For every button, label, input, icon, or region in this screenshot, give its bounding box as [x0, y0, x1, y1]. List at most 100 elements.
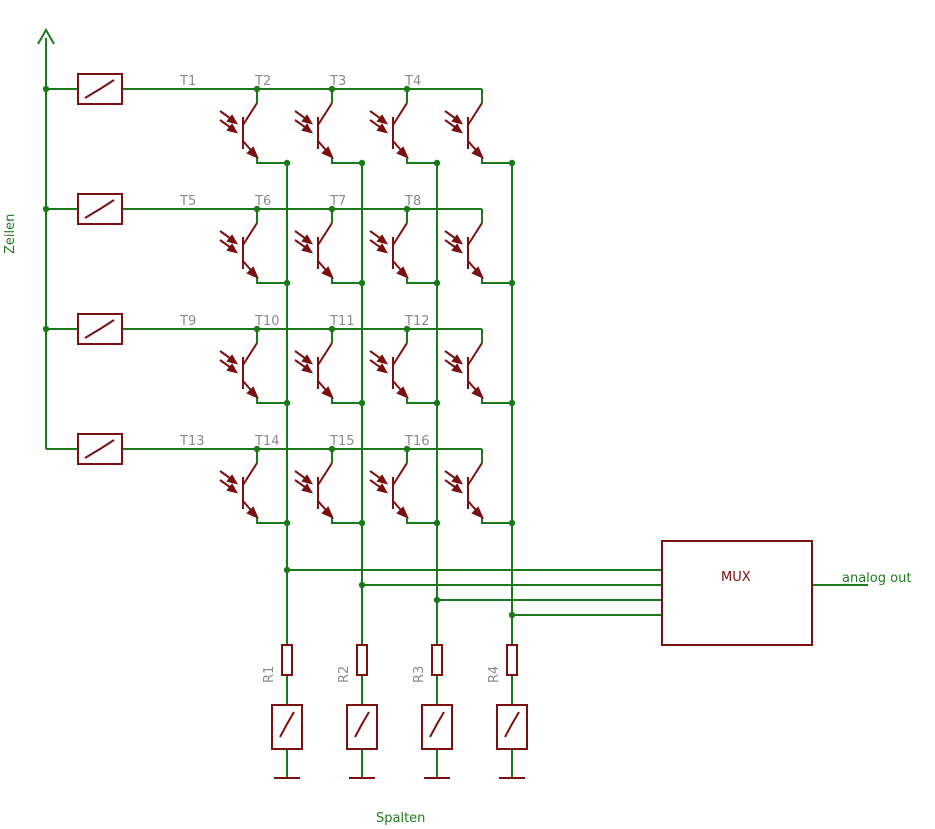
- light-arrow-icon: [226, 354, 239, 365]
- light-arrow-icon: [226, 363, 239, 374]
- junction-dot: [403, 205, 411, 213]
- emitter-arrow-icon: [321, 506, 334, 519]
- transistor-label: T4: [405, 74, 422, 89]
- switch-contact-icon: [429, 711, 445, 738]
- junction-dot: [508, 611, 516, 619]
- light-arrow-icon: [451, 243, 464, 254]
- light-arrow-icon: [226, 234, 239, 245]
- resistor-label: R4: [487, 665, 502, 683]
- junction-dot: [253, 205, 261, 213]
- transistor-collector: [242, 342, 258, 366]
- junction-dot: [433, 519, 441, 527]
- light-arrow-icon: [451, 474, 464, 485]
- light-arrow-icon: [451, 123, 464, 134]
- resistor-label: R2: [337, 665, 352, 683]
- light-arrow-icon: [376, 483, 389, 494]
- resistor-body: [356, 644, 368, 676]
- emitter-arrow-icon: [396, 506, 409, 519]
- emitter-arrow-icon: [471, 266, 484, 279]
- row-switch-box: [77, 73, 123, 105]
- switch-contact-icon: [84, 319, 115, 339]
- junction-dot: [508, 279, 516, 287]
- light-arrow-icon: [301, 123, 314, 134]
- junction-dot: [283, 566, 291, 574]
- junction-dot: [42, 325, 50, 333]
- light-arrow-icon: [376, 114, 389, 125]
- transistor-collector: [467, 462, 483, 486]
- emitter-arrow-icon: [246, 386, 259, 399]
- junction-dot: [508, 519, 516, 527]
- transistor-label: T5: [180, 194, 197, 209]
- light-arrow-icon: [451, 363, 464, 374]
- light-arrow-icon: [376, 123, 389, 134]
- resistor-body: [281, 644, 293, 676]
- light-arrow-icon: [301, 114, 314, 125]
- transistor-collector: [317, 462, 333, 486]
- junction-dot: [358, 519, 366, 527]
- switch-contact-icon: [279, 711, 295, 738]
- light-arrow-icon: [226, 483, 239, 494]
- row-switch-box: [77, 433, 123, 465]
- junction-dot: [42, 205, 50, 213]
- column-switch-box: [496, 704, 528, 750]
- emitter-wire: [406, 277, 437, 284]
- light-arrow-icon: [301, 474, 314, 485]
- emitter-wire: [256, 397, 287, 404]
- junction-dot: [283, 159, 291, 167]
- emitter-wire: [481, 397, 512, 404]
- arrow-icon: [37, 27, 55, 45]
- transistor-collector: [467, 222, 483, 246]
- mux-box: [661, 540, 813, 646]
- transistor-label: T1: [180, 74, 197, 89]
- rows-label: Zeilen: [3, 213, 18, 254]
- row-switch-box: [77, 313, 123, 345]
- emitter-wire: [331, 157, 362, 164]
- light-arrow-icon: [376, 354, 389, 365]
- junction-dot: [358, 581, 366, 589]
- junction-dot: [433, 596, 441, 604]
- junction-dot: [403, 445, 411, 453]
- light-arrow-icon: [376, 363, 389, 374]
- switch-contact-icon: [354, 711, 370, 738]
- emitter-arrow-icon: [396, 146, 409, 159]
- output-label: analog out: [842, 571, 912, 586]
- column-switch-box: [421, 704, 453, 750]
- light-arrow-icon: [376, 243, 389, 254]
- transistor-label: T10: [255, 314, 280, 329]
- resistor-body: [431, 644, 443, 676]
- column-switch-box: [346, 704, 378, 750]
- emitter-wire: [256, 517, 287, 524]
- junction-dot: [433, 399, 441, 407]
- emitter-wire: [256, 277, 287, 284]
- transistor-label: T12: [405, 314, 430, 329]
- transistor-collector: [317, 102, 333, 126]
- junction-dot: [358, 399, 366, 407]
- transistor-label: T9: [180, 314, 197, 329]
- light-arrow-icon: [451, 234, 464, 245]
- emitter-arrow-icon: [471, 506, 484, 519]
- light-arrow-icon: [226, 114, 239, 125]
- emitter-arrow-icon: [246, 266, 259, 279]
- transistor-label: T15: [330, 434, 355, 449]
- emitter-arrow-icon: [471, 386, 484, 399]
- junction-dot: [508, 399, 516, 407]
- transistor-label: T11: [330, 314, 355, 329]
- transistor-collector: [317, 342, 333, 366]
- emitter-arrow-icon: [471, 146, 484, 159]
- junction-dot: [253, 85, 261, 93]
- emitter-arrow-icon: [396, 386, 409, 399]
- junction-dot: [328, 85, 336, 93]
- resistor-body: [506, 644, 518, 676]
- emitter-wire: [331, 517, 362, 524]
- emitter-arrow-icon: [246, 146, 259, 159]
- transistor-collector: [392, 102, 408, 126]
- junction-dot: [283, 399, 291, 407]
- light-arrow-icon: [301, 363, 314, 374]
- junction-dot: [433, 279, 441, 287]
- junction-dot: [328, 445, 336, 453]
- emitter-arrow-icon: [321, 386, 334, 399]
- emitter-wire: [331, 277, 362, 284]
- emitter-arrow-icon: [396, 266, 409, 279]
- emitter-wire: [481, 517, 512, 524]
- light-arrow-icon: [226, 123, 239, 134]
